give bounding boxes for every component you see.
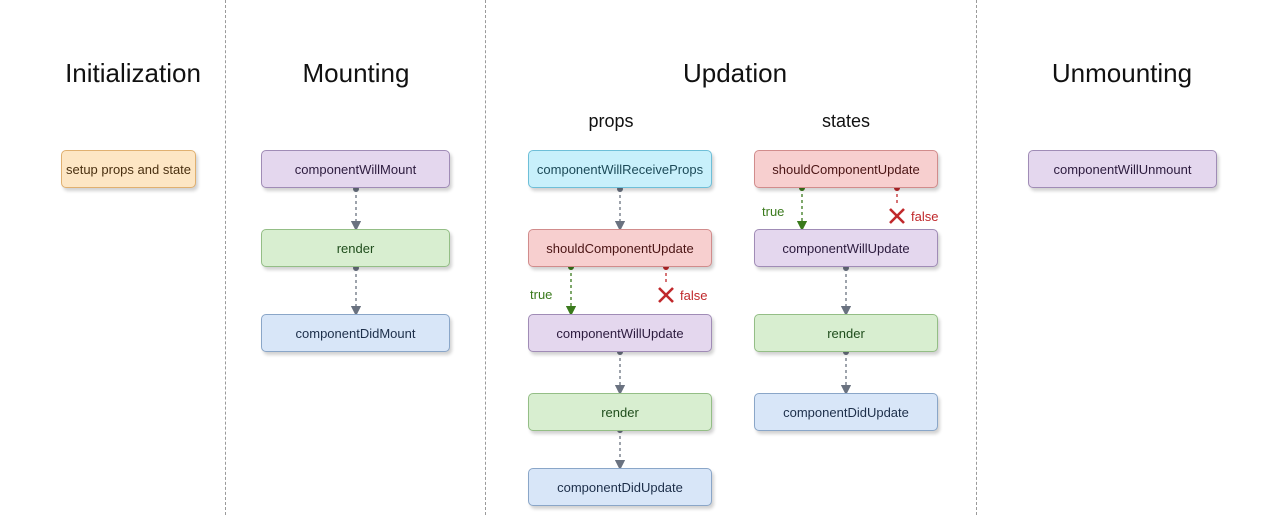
arrow-props-should-will-true xyxy=(565,264,577,317)
node-mount-component-will-mount: componentWillMount xyxy=(261,150,450,188)
divider-initialization-mounting xyxy=(225,0,226,515)
node-states-should-component-update: shouldComponentUpdate xyxy=(754,150,938,188)
arrow-states-should-will-true xyxy=(796,185,808,232)
divider-mounting-updation xyxy=(485,0,486,515)
arrow-states-render-did xyxy=(840,349,852,396)
arrow-mount-will-render xyxy=(350,186,362,232)
props-true-label: true xyxy=(530,287,553,302)
arrow-props-will-render xyxy=(614,349,626,396)
arrow-props-should-false xyxy=(663,264,669,284)
subtitle-states: states xyxy=(821,111,871,131)
node-props-component-did-update: componentDidUpdate xyxy=(528,468,712,506)
node-mount-render: render xyxy=(261,229,450,267)
props-false-cross-icon xyxy=(658,287,674,303)
props-false-label: false xyxy=(680,288,708,303)
phase-title-initialization: Initialization xyxy=(65,58,201,88)
node-props-component-will-receive-props: componentWillReceiveProps xyxy=(528,150,712,188)
node-states-component-will-update: componentWillUpdate xyxy=(754,229,938,267)
divider-updation-unmounting xyxy=(976,0,977,515)
node-props-component-will-update: componentWillUpdate xyxy=(528,314,712,352)
arrow-props-receive-should xyxy=(614,186,626,232)
node-states-component-did-update: componentDidUpdate xyxy=(754,393,938,431)
arrow-mount-render-did xyxy=(350,265,362,317)
node-mount-component-did-mount: componentDidMount xyxy=(261,314,450,352)
phase-title-mounting: Mounting xyxy=(302,58,410,88)
node-states-render: render xyxy=(754,314,938,352)
arrow-props-render-did xyxy=(614,427,626,471)
arrow-states-should-false xyxy=(894,185,900,205)
node-props-render: render xyxy=(528,393,712,431)
phase-title-updation: Updation xyxy=(682,58,788,88)
node-props-should-component-update: shouldComponentUpdate xyxy=(528,229,712,267)
states-false-label: false xyxy=(911,209,939,224)
node-setup-props-and-state: setup props and state xyxy=(61,150,196,188)
phase-title-unmounting: Unmounting xyxy=(1051,58,1193,88)
states-false-cross-icon xyxy=(889,208,905,224)
node-component-will-unmount: componentWillUnmount xyxy=(1028,150,1217,188)
states-true-label: true xyxy=(762,204,785,219)
subtitle-props: props xyxy=(588,111,634,131)
arrow-states-will-render xyxy=(840,265,852,317)
